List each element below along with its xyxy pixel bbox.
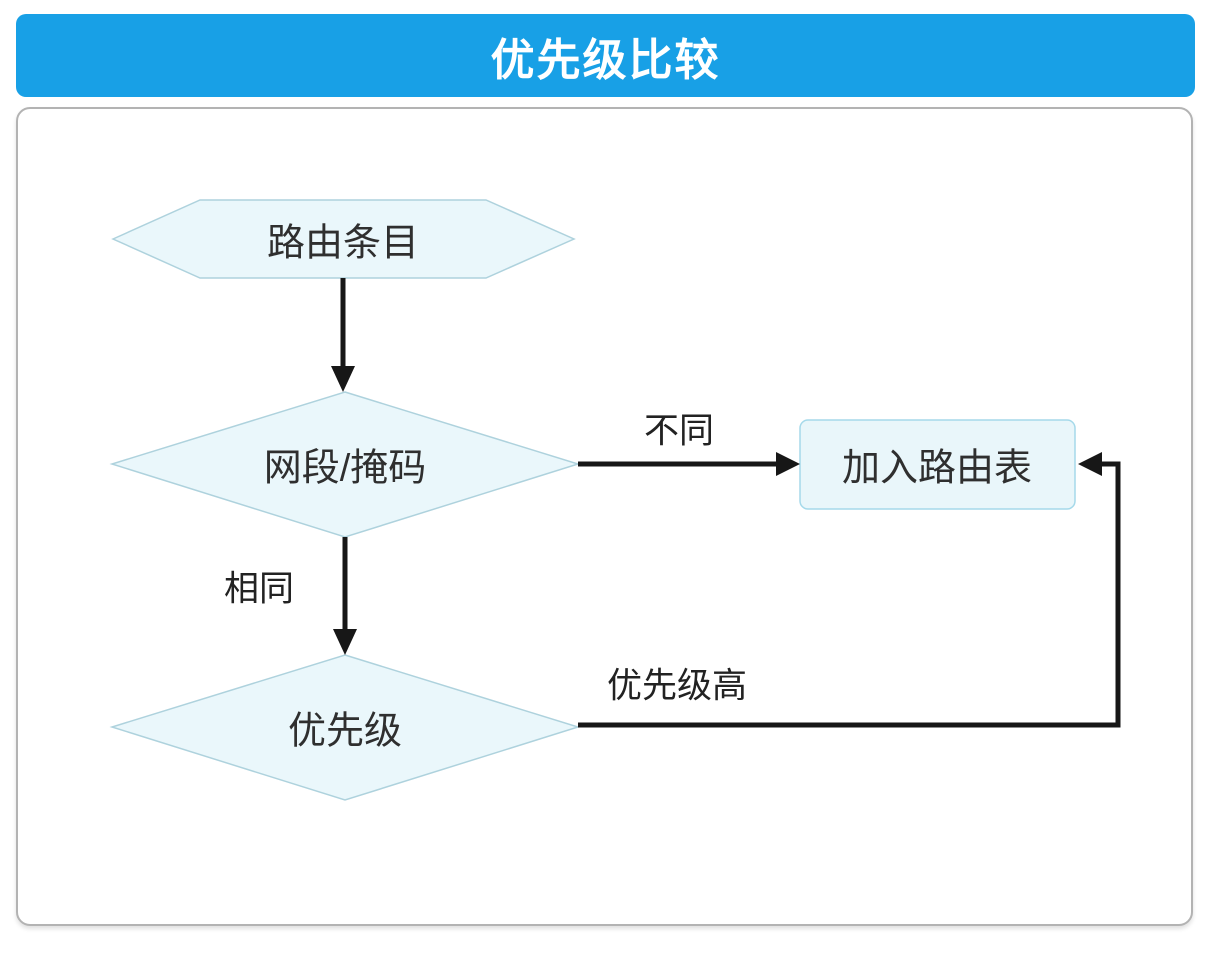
node-label-netmask-check: 网段/掩码: [263, 447, 427, 490]
node-label-priority-check: 优先级: [287, 710, 403, 753]
edge-label-priority-high: 优先级高: [606, 666, 748, 706]
node-label-route-entry: 路由条目: [266, 222, 420, 265]
page-title: 优先级比较: [490, 35, 721, 85]
diagram-panel: [16, 107, 1193, 926]
node-label-add-route-table: 加入路由表: [841, 447, 1033, 490]
edge-label-same: 相同: [223, 569, 295, 609]
title-bar: 优先级比较: [16, 14, 1195, 97]
edge-label-different: 不同: [643, 411, 715, 451]
